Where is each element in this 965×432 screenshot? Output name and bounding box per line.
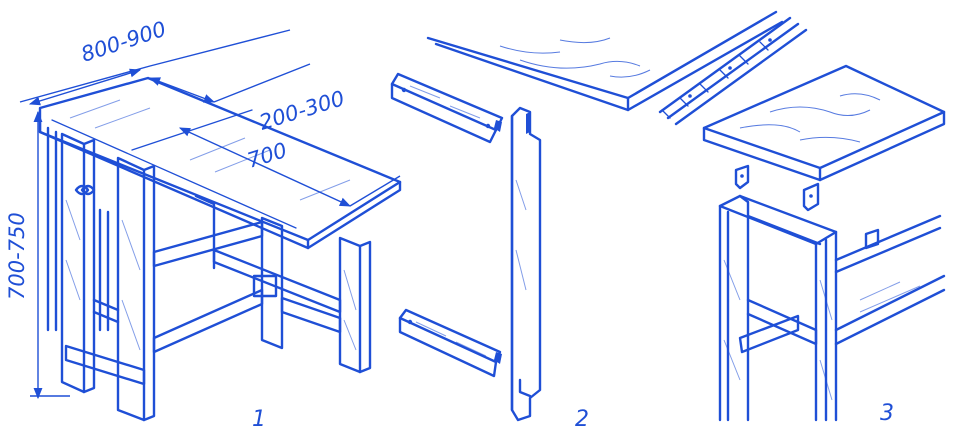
upper-rail [390,72,504,132]
dimensions [19,29,401,400]
frame-leg-left [718,194,750,422]
leg-back-right [338,236,362,374]
figure-3-hinge-detail [426,10,946,422]
piano-hinge [658,16,808,126]
bracket-right [802,182,820,212]
drawer-handle [74,184,96,196]
leg-post [510,106,542,422]
dim-leaf-width: 200-300 [256,86,347,135]
figure-number-1: 1 [252,407,266,432]
figure-number-3: 3 [880,401,894,426]
rail-lower-front [64,344,146,386]
lower-rail [398,308,502,364]
figure-1-table [38,76,402,422]
frame-leg-right [814,230,838,422]
dim-length: 700 [244,138,289,173]
figure-2-leg-assembly [390,72,542,422]
figure-number-2: 2 [575,407,589,432]
leaf-seam [131,109,253,151]
dim-height: 700-750 [5,212,29,300]
bracket-left [734,164,750,190]
dim-top-width: 800-900 [78,17,169,67]
